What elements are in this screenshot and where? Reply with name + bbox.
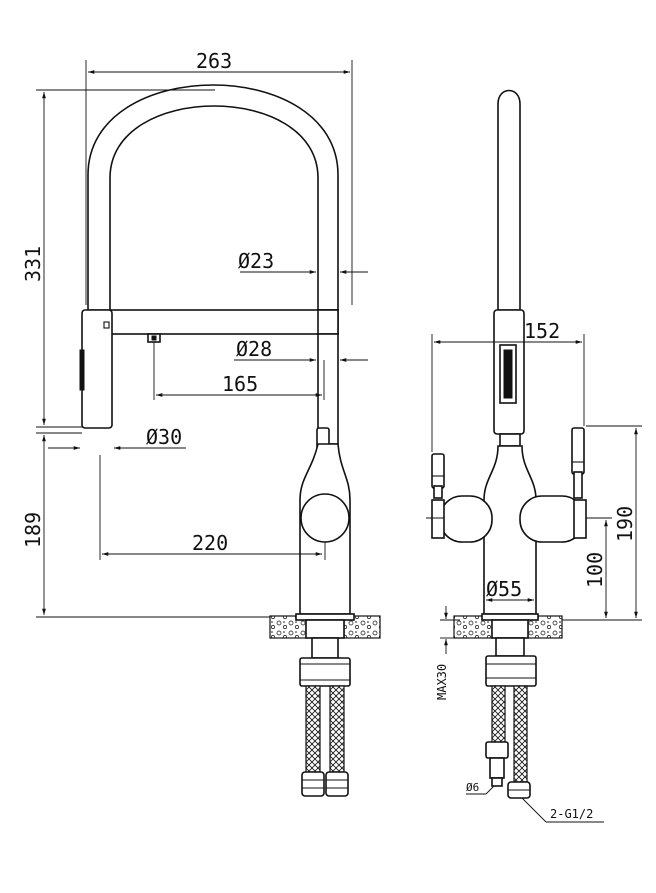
mixer-cylinder bbox=[300, 493, 350, 543]
dim-dia-6: Ø6 bbox=[466, 781, 479, 794]
dim-dia-23: Ø23 bbox=[238, 249, 274, 273]
pull-hose-nut bbox=[489, 757, 505, 779]
hose-fitting-left bbox=[301, 771, 325, 797]
supply-hose-right bbox=[329, 685, 345, 773]
front-view bbox=[431, 89, 587, 799]
arm-end-cap bbox=[317, 309, 339, 335]
side-view-dimensions: 263 331 Ø23 Ø28 165 Ø30 189 220 bbox=[21, 49, 368, 618]
dim-dia-28: Ø28 bbox=[236, 337, 272, 361]
left-mixer-cap bbox=[431, 499, 445, 539]
arm-connector-tip bbox=[151, 335, 157, 341]
front-mount-shank bbox=[495, 637, 525, 657]
dim-thread: 2-G1/2 bbox=[550, 807, 593, 821]
front-mount-flange bbox=[481, 613, 539, 621]
mount-lock-nut bbox=[299, 657, 351, 687]
right-lever-stem bbox=[573, 471, 583, 499]
spout-arm bbox=[109, 309, 339, 335]
left-lever-stem bbox=[433, 485, 443, 499]
dim-152: 152 bbox=[524, 319, 560, 343]
dim-165: 165 bbox=[222, 372, 258, 396]
dim-331: 331 bbox=[21, 246, 45, 282]
dim-max-30: MAX30 bbox=[435, 664, 449, 700]
dim-dia-30: Ø30 bbox=[146, 425, 182, 449]
side-view bbox=[79, 84, 381, 797]
right-lever bbox=[571, 427, 585, 475]
left-lever bbox=[431, 453, 445, 489]
pull-hose-tip bbox=[491, 777, 503, 787]
front-mount-nut bbox=[491, 619, 529, 639]
front-hose-left bbox=[491, 685, 506, 743]
front-spray-button bbox=[503, 349, 513, 399]
spray-head-mark bbox=[103, 321, 110, 329]
front-column bbox=[499, 433, 521, 447]
front-hose-right bbox=[513, 685, 528, 783]
gooseneck-spout bbox=[87, 84, 339, 311]
supply-hose-left bbox=[305, 685, 321, 773]
mount-nut bbox=[305, 619, 345, 639]
dim-100: 100 bbox=[583, 552, 607, 588]
hose-fitting-right bbox=[325, 771, 349, 797]
left-mixer-arm bbox=[439, 495, 493, 543]
front-spout-tube bbox=[497, 89, 521, 311]
right-mixer-cap bbox=[573, 499, 587, 539]
pull-hose-fitting bbox=[485, 741, 509, 759]
spray-head-button bbox=[79, 349, 85, 391]
dim-dia-55: Ø55 bbox=[486, 577, 522, 601]
front-mount-lock-nut bbox=[485, 655, 537, 687]
dim-220: 220 bbox=[192, 531, 228, 555]
dim-190: 190 bbox=[613, 506, 637, 542]
mount-flange bbox=[295, 613, 355, 621]
mount-shank bbox=[311, 637, 339, 659]
front-view-dimensions: 152 190 100 Ø55 MAX30 Ø6 2-G1/2 bbox=[426, 319, 642, 823]
dim-263: 263 bbox=[196, 49, 232, 73]
dim-189: 189 bbox=[21, 512, 45, 548]
